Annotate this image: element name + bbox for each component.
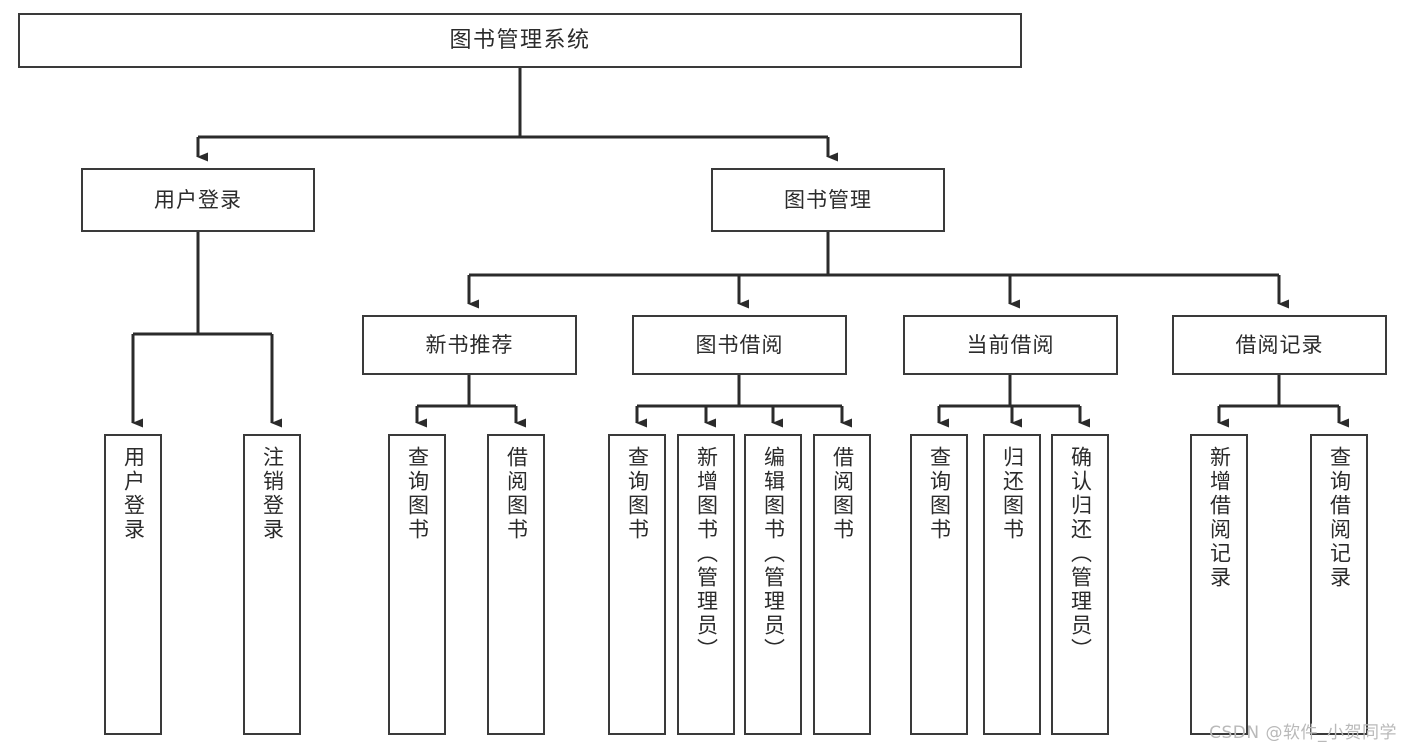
node-leaf-add-book-label: 新增图书（管理员） [694,446,719,662]
node-user-login[interactable]: 用户登录 [81,168,315,232]
node-leaf-user-login[interactable]: 用户登录 [104,434,162,735]
watermark-csdn: CSDN @软件_小贺同学 [1209,723,1397,743]
node-book-borrow[interactable]: 图书借阅 [632,315,847,375]
node-leaf-borrow-book-a-label: 借阅图书 [504,446,529,542]
node-leaf-query-book-b-label: 查询图书 [625,446,650,542]
node-leaf-borrow-book-b[interactable]: 借阅图书 [813,434,871,735]
node-new-book-recommend-label: 新书推荐 [425,332,514,357]
node-leaf-confirm-return[interactable]: 确认归还（管理员） [1051,434,1109,735]
node-leaf-query-book-c-label: 查询图书 [927,446,952,542]
node-leaf-query-book-a[interactable]: 查询图书 [388,434,446,735]
node-leaf-query-record[interactable]: 查询借阅记录 [1310,434,1368,735]
node-leaf-add-book[interactable]: 新增图书（管理员） [677,434,735,735]
node-root-label: 图书管理系统 [449,27,591,53]
node-new-book-recommend[interactable]: 新书推荐 [362,315,577,375]
node-leaf-logout-label: 注销登录 [260,446,285,542]
node-leaf-return-book[interactable]: 归还图书 [983,434,1041,735]
node-root[interactable]: 图书管理系统 [18,13,1022,68]
node-current-borrow[interactable]: 当前借阅 [903,315,1118,375]
node-leaf-query-book-a-label: 查询图书 [405,446,430,542]
node-leaf-add-record-label: 新增借阅记录 [1207,446,1232,590]
node-borrow-record[interactable]: 借阅记录 [1172,315,1387,375]
node-leaf-borrow-book-b-label: 借阅图书 [830,446,855,542]
node-user-login-label: 用户登录 [154,187,242,212]
node-leaf-borrow-book-a[interactable]: 借阅图书 [487,434,545,735]
node-leaf-return-book-label: 归还图书 [1000,446,1025,542]
node-book-manage[interactable]: 图书管理 [711,168,945,232]
node-book-borrow-label: 图书借阅 [695,332,784,357]
node-leaf-query-book-b[interactable]: 查询图书 [608,434,666,735]
node-leaf-user-login-label: 用户登录 [121,446,146,542]
node-leaf-edit-book-label: 编辑图书（管理员） [761,446,786,662]
node-leaf-confirm-return-label: 确认归还（管理员） [1068,446,1093,662]
node-leaf-logout[interactable]: 注销登录 [243,434,301,735]
node-leaf-add-record[interactable]: 新增借阅记录 [1190,434,1248,735]
node-current-borrow-label: 当前借阅 [966,332,1055,357]
node-leaf-query-record-label: 查询借阅记录 [1327,446,1352,590]
node-leaf-query-book-c[interactable]: 查询图书 [910,434,968,735]
node-borrow-record-label: 借阅记录 [1235,332,1324,357]
node-leaf-edit-book[interactable]: 编辑图书（管理员） [744,434,802,735]
node-book-manage-label: 图书管理 [784,187,872,212]
